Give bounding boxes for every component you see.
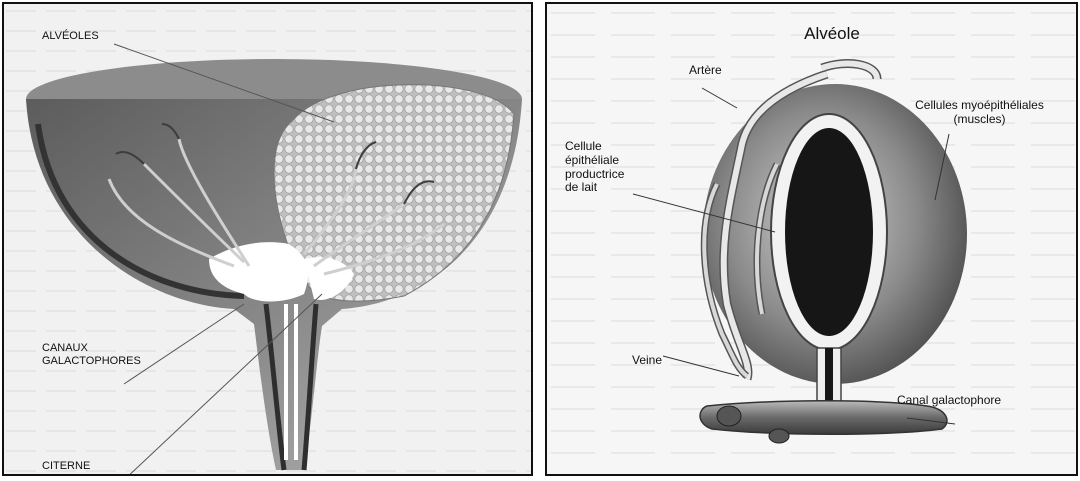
canal-galactophore-label: Canal galactophore [897, 394, 1001, 408]
left-diagram-panel: ALVÉOLES CANAUX GALACTOPHORES CITERNE [2, 2, 533, 476]
artere-label: Artère [689, 64, 722, 78]
alveole-title: Alvéole [777, 24, 887, 44]
udder-cross-section-illustration [4, 4, 533, 476]
cellule-epitheliale-label: Cellule épithéliale productrice de lait [565, 140, 624, 195]
alveolar-lumen [785, 128, 873, 336]
alveoles-label: ALVÉOLES [42, 30, 99, 43]
right-diagram-panel: Alvéole Artère Cellules myoépithéliales … [545, 2, 1078, 476]
veine-label: Veine [632, 354, 662, 368]
cellules-myoepitheliales-label: Cellules myoépithéliales (muscles) [892, 99, 1067, 127]
canaux-galactophores-label: CANAUX GALACTOPHORES [42, 342, 141, 367]
citerne-label: CITERNE [42, 460, 90, 473]
